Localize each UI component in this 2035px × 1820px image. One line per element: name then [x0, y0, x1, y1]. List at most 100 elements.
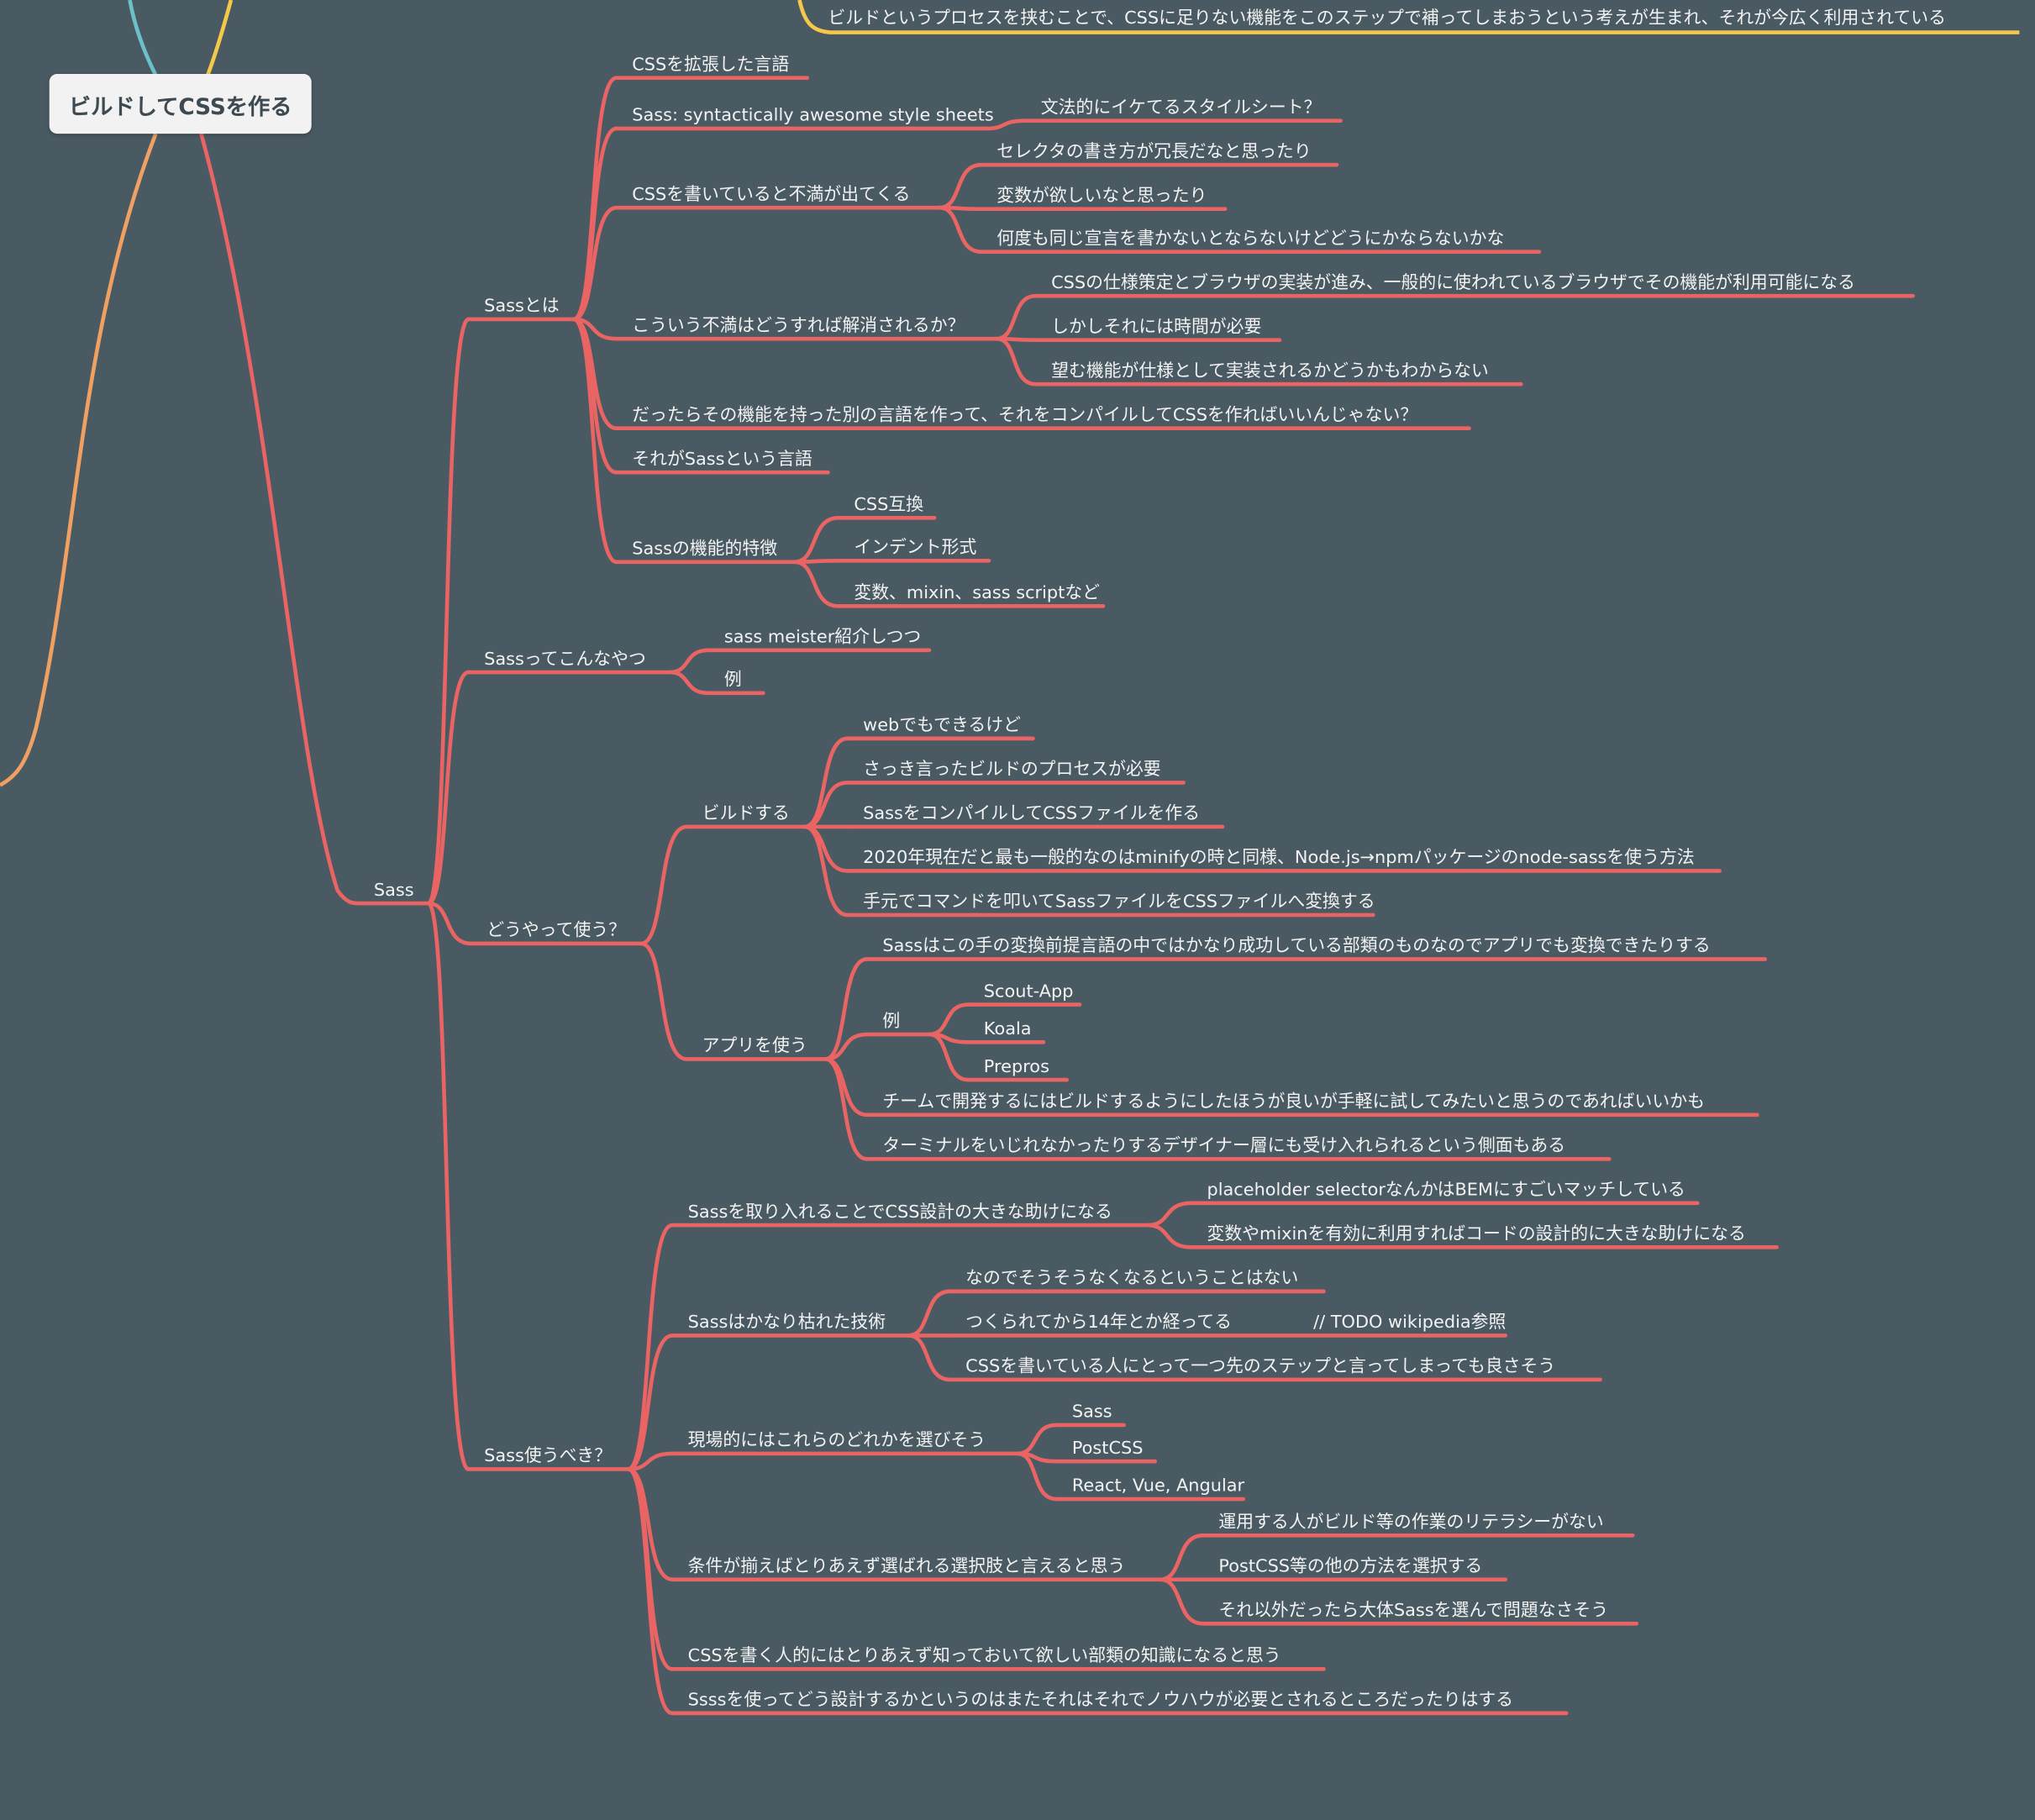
node-s1b[interactable]: 変数やmixinを有効に利用すればコードの設計的に大きな助けになる	[1207, 1223, 1746, 1245]
top-note: ビルドというプロセスを挟むことで、CSSに足りない機能をこのステップで補ってしま…	[828, 8, 1946, 29]
node-s2b-note[interactable]: // TODO wikipedia参照	[1313, 1312, 1507, 1333]
node-dou[interactable]: どうやって使う？	[486, 920, 627, 941]
node-n2a[interactable]: 文法的にイケてるスタイルシート？	[1040, 97, 1322, 118]
node-b4[interactable]: 2020年現在だと最も一般的なのはminifyの時と同様、Node.js→npm…	[863, 847, 1695, 869]
connector-n2-n2a	[984, 118, 1028, 131]
node-s3b[interactable]: PostCSS	[1071, 1438, 1144, 1460]
connector-beki-s6	[626, 1467, 675, 1716]
connector-dou-app	[639, 941, 689, 1061]
connector-a2-a2a	[927, 1002, 970, 1037]
connector-n3-n3a	[937, 162, 984, 210]
node-s4b[interactable]: PostCSS等の他の方法を選択する	[1218, 1555, 1483, 1577]
node-n2[interactable]: Sass: syntactically awesome style sheets	[632, 105, 994, 126]
yellow-underline	[797, 0, 2020, 34]
root-label: ビルドしてCSSを作る	[68, 93, 292, 120]
node-n4b[interactable]: しかしそれには時間が必要	[1051, 316, 1262, 338]
connector-n7-n7c	[791, 560, 841, 608]
node-build[interactable]: ビルドする	[702, 803, 790, 824]
node-s4[interactable]: 条件が揃えばとりあえず選ばれる選択肢と言えると思う	[687, 1555, 1126, 1577]
node-beki[interactable]: Sass使うべき？	[484, 1445, 613, 1467]
node-b3[interactable]: SassをコンパイルしてCSSファイルを作る	[863, 803, 1201, 824]
connector-app-a1	[823, 957, 870, 1061]
node-s2b[interactable]: つくられてから14年とか経ってる	[965, 1312, 1232, 1333]
node-s1a[interactable]: placeholder selectorなんかはBEMにすごいマッチしている	[1207, 1180, 1685, 1201]
node-n3c[interactable]: 何度も同じ宣言を書かないとならないけどどうにかならないかな	[996, 228, 1505, 250]
connector-s4-s4c	[1158, 1577, 1206, 1626]
node-s5[interactable]: CSSを書く人的にはとりあえず知っておいて欲しい部類の知識になると思う	[687, 1645, 1281, 1667]
connector-s3-s3c	[1015, 1451, 1059, 1502]
node-app[interactable]: アプリを使う	[702, 1035, 807, 1057]
node-a1[interactable]: Sassはこの手の変換前提言語の中ではかなり成功している部類のものなのでアプリで…	[882, 935, 1711, 957]
node-a2b[interactable]: Koala	[983, 1018, 1032, 1040]
connector-dou-build	[639, 824, 689, 946]
node-a2[interactable]: 例	[882, 1011, 901, 1032]
connector-beki-s1	[626, 1223, 675, 1471]
connector-app-a2	[823, 1032, 870, 1061]
node-n4c[interactable]: 望む機能が仕様として実装されるかどうかもわからない	[1051, 360, 1489, 382]
connector-beki-s4	[626, 1467, 675, 1582]
node-a3[interactable]: チームで開発するにはビルドするようにしたほうが良いが手軽に試してみたいと思うので…	[882, 1091, 1705, 1113]
node-s3a[interactable]: Sass	[1071, 1402, 1112, 1423]
connector-build-b5	[802, 824, 849, 918]
connector-beki-s2	[626, 1333, 675, 1471]
connector-app-a4	[823, 1057, 870, 1161]
node-b2[interactable]: さっき言ったビルドのプロセスが必要	[863, 759, 1161, 781]
node-b1[interactable]: webでもできるけど	[863, 715, 1021, 736]
connector-s1-s1a	[1145, 1201, 1194, 1228]
node-a2c[interactable]: Prepros	[983, 1056, 1049, 1078]
node-n7b[interactable]: インデント形式	[854, 537, 977, 559]
node-s1[interactable]: Sassを取り入れることでCSS設計の大きな助けになる	[687, 1202, 1112, 1223]
node-b5[interactable]: 手元でコマンドを叩いてSassファイルをCSSファイルへ変換する	[863, 892, 1375, 913]
teal-branch	[128, 0, 158, 76]
connector-sass-konna	[426, 670, 471, 906]
connector-ROOT-sass	[199, 131, 360, 906]
node-k1[interactable]: sass meister紹介しつつ	[723, 627, 922, 648]
yellow-branch-left	[205, 0, 234, 76]
node-sass-towa[interactable]: Sassとは	[484, 296, 560, 317]
connector-n7-n7a	[791, 515, 841, 565]
node-s2[interactable]: Sassはかなり枯れた技術	[687, 1312, 886, 1333]
node-n7a[interactable]: CSS互換	[854, 494, 924, 516]
node-konna[interactable]: Sassってこんなやつ	[484, 649, 646, 671]
connector-n4-n4a	[994, 293, 1038, 341]
node-n4[interactable]: こういう不満はどうすれば解消されるか？	[632, 315, 965, 337]
connector-n4-n4c	[994, 336, 1038, 387]
connector-build-b4	[802, 824, 849, 873]
node-s2a[interactable]: なのでそうそうなくなるということはない	[965, 1268, 1299, 1289]
node-n3[interactable]: CSSを書いていると不満が出てくる	[632, 184, 911, 206]
root-node[interactable]: ビルドしてCSSを作る	[49, 74, 312, 134]
connector-beki-s3	[626, 1451, 675, 1471]
node-s4c[interactable]: それ以外だったら大体Sassを選んで問題なさそう	[1218, 1600, 1609, 1622]
connector-s1-s1b	[1145, 1223, 1194, 1249]
node-n3b[interactable]: 変数が欲しいなと思ったり	[996, 185, 1207, 207]
connector-s4-s4a	[1158, 1533, 1206, 1582]
connector-beki-s5	[626, 1467, 675, 1671]
node-sass[interactable]: Sass	[373, 880, 414, 901]
node-a4[interactable]: ターミナルをいじれなかったりするデザイナー層にも受け入れられるという側面もある	[882, 1135, 1566, 1157]
node-s3c[interactable]: React, Vue, Angular	[1071, 1475, 1245, 1497]
node-a2a[interactable]: Scout-App	[983, 981, 1074, 1002]
connector-konna-k1	[667, 648, 711, 675]
connector-sass-beki	[426, 901, 471, 1471]
connector-s2-s2a	[906, 1289, 952, 1338]
connector-s2-s2c	[906, 1333, 952, 1382]
connector-n3-n3c	[937, 205, 984, 254]
connector-sass-dou	[426, 901, 474, 946]
node-n1[interactable]: CSSを拡張した言語	[632, 54, 790, 76]
node-n6[interactable]: それがSassという言語	[632, 449, 812, 471]
node-k2[interactable]: 例	[723, 670, 742, 691]
node-n4a[interactable]: CSSの仕様策定とブラウザの実装が進み、一般的に使われているブラウザでその機能が…	[1051, 272, 1855, 294]
node-s2c[interactable]: CSSを書いている人にとって一つ先のステップと言ってしまっても良さそう	[965, 1356, 1556, 1377]
connector-sass-sass_towa	[426, 317, 471, 906]
node-n3a[interactable]: セレクタの書き方が冗長だなと思ったり	[996, 141, 1312, 163]
connector-app-a3	[823, 1057, 870, 1118]
node-n7c[interactable]: 変数、mixin、sass scriptなど	[854, 582, 1101, 604]
connector-sass_towa-n7	[571, 317, 619, 565]
connector-s3-s3a	[1015, 1423, 1059, 1456]
node-s4a[interactable]: 運用する人がビルド等の作業のリテラシーがない	[1218, 1512, 1604, 1533]
node-n7[interactable]: Sassの機能的特徴	[632, 539, 778, 560]
node-s3[interactable]: 現場的にはこれらのどれかを選びそう	[687, 1430, 986, 1451]
node-n5[interactable]: だったらその機能を持った別の言語を作って、それをコンパイルしてCSSを作ればいい…	[632, 404, 1418, 426]
node-s6[interactable]: Ssssを使ってどう設計するかというのはまたそれはそれでノウハウが必要とされると…	[687, 1690, 1514, 1711]
